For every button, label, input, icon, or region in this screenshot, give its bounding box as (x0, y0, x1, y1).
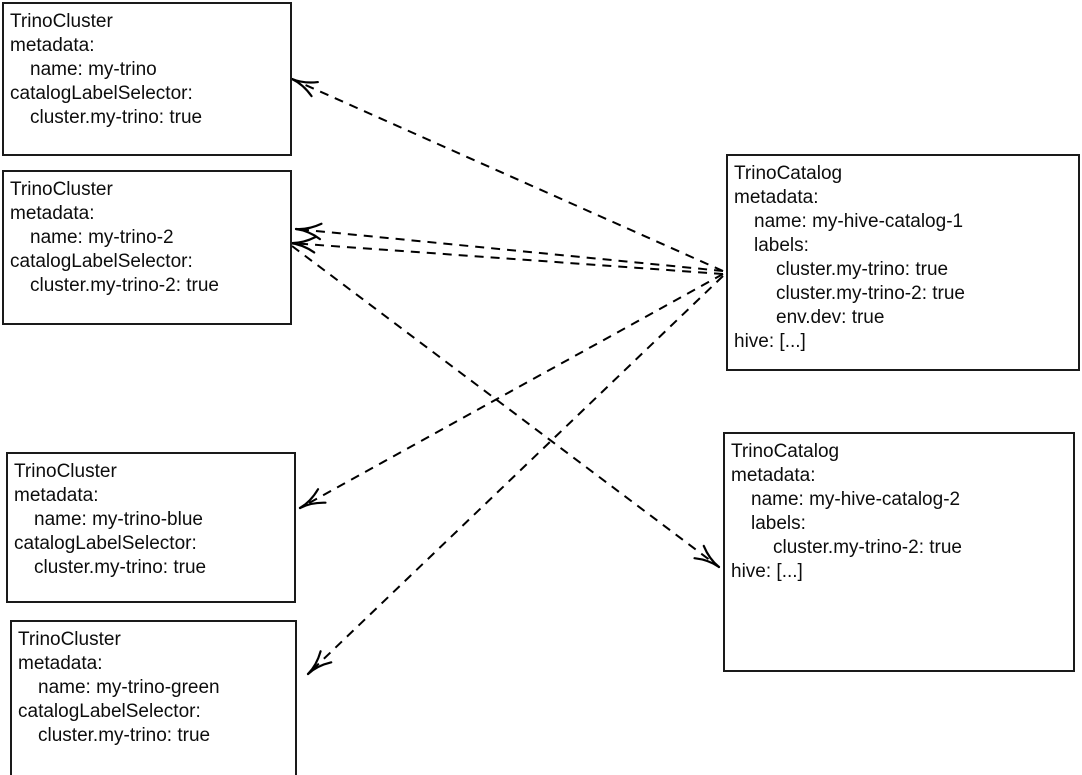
node-text-line: catalogLabelSelector: (10, 83, 193, 104)
node-text-line: metadata: (14, 485, 99, 506)
node-text-line: catalogLabelSelector: (10, 251, 193, 272)
node-text-line: catalogLabelSelector: (18, 701, 201, 722)
node-text-line: metadata: (10, 203, 95, 224)
node-text-line: cluster.my-trino-2: true (30, 275, 219, 296)
node-text-line: name: my-trino (30, 59, 157, 80)
edge-line (295, 228, 724, 272)
node-text-line: metadata: (731, 465, 816, 486)
arrowhead-icon (288, 236, 317, 254)
node-kind-label: TrinoCluster (18, 629, 121, 650)
node-kind-label: TrinoCluster (10, 179, 113, 200)
node-text-line: hive: [...] (731, 561, 803, 582)
node-catalog-my-hive-catalog-2: TrinoCatalog metadata: name: my-hive-catal… (723, 432, 1075, 672)
edge-line (307, 275, 724, 675)
node-cluster-my-trino-green: TrinoCluster metadata: name: my-trino-gree… (10, 620, 297, 775)
node-cluster-my-trino-blue: TrinoCluster metadata: name: my-trino-blue… (6, 452, 296, 603)
node-text-line: cluster.my-trino: true (38, 725, 211, 746)
node-text-line: labels: (751, 513, 806, 534)
node-text-line: hive: [...] (734, 331, 806, 352)
node-text-line: name: my-trino-blue (34, 509, 203, 530)
node-text-line: env.dev: true (776, 307, 885, 328)
node-body: TrinoCluster metadata: name: my-trino-2 cat… (4, 172, 290, 298)
edge-catalog1-to-cluster-my-trino-2b (288, 236, 724, 275)
node-text-line: metadata: (734, 187, 819, 208)
arrowhead-icon (294, 222, 323, 241)
node-cluster-my-trino: TrinoCluster metadata: name: my-trino catal… (2, 2, 292, 156)
node-text-line: cluster.my-trino: true (34, 557, 207, 578)
edge-catalog1-to-cluster-my-trino-2a (294, 222, 724, 272)
node-body: TrinoCluster metadata: name: my-trino-blue… (8, 454, 294, 580)
node-text-line: name: my-trino-2 (30, 227, 174, 248)
node-kind-label: TrinoCluster (10, 11, 113, 32)
edge-cluster-my-trino-2-to-catalog2 (291, 245, 721, 569)
edge-catalog1-to-cluster-my-trino (290, 77, 724, 272)
node-kind-label: TrinoCluster (14, 461, 117, 482)
edge-catalog1-to-cluster-blue (298, 273, 724, 510)
edge-catalog1-to-cluster-green (306, 275, 724, 676)
node-text-line: catalogLabelSelector: (14, 533, 197, 554)
node-text-line: name: my-hive-catalog-1 (754, 211, 964, 232)
node-body: TrinoCluster metadata: name: my-trino-gree… (12, 622, 295, 748)
node-kind-label: TrinoCatalog (731, 441, 840, 462)
node-text-line: cluster.my-trino: true (776, 259, 949, 280)
edge-line (299, 273, 724, 509)
node-text-line: metadata: (18, 653, 103, 674)
node-catalog-my-hive-catalog-1: TrinoCatalog metadata: name: my-hive-catal… (726, 154, 1080, 371)
node-text-line: name: my-hive-catalog-2 (751, 489, 961, 510)
node-text-line: metadata: (10, 35, 95, 56)
edge-line (289, 242, 724, 275)
arrowhead-icon (298, 488, 327, 510)
node-body: TrinoCluster metadata: name: my-trino catal… (4, 4, 290, 130)
node-text-line: name: my-trino-green (38, 677, 220, 698)
node-text-line: cluster.my-trino-2: true (773, 537, 962, 558)
node-kind-label: TrinoCatalog (734, 163, 843, 184)
arrowhead-icon (290, 77, 319, 98)
node-text-line: labels: (754, 235, 809, 256)
edge-line (291, 78, 724, 272)
arrowhead-icon (306, 650, 333, 676)
node-cluster-my-trino-2: TrinoCluster metadata: name: my-trino-2 cat… (2, 170, 292, 325)
edge-line (291, 245, 720, 568)
arrowhead-icon (693, 544, 721, 569)
node-body: TrinoCatalog metadata: name: my-hive-catal… (725, 434, 1073, 584)
node-body: TrinoCatalog metadata: name: my-hive-catal… (728, 156, 1078, 354)
node-text-line: cluster.my-trino: true (30, 107, 203, 128)
node-text-line: cluster.my-trino-2: true (776, 283, 965, 304)
